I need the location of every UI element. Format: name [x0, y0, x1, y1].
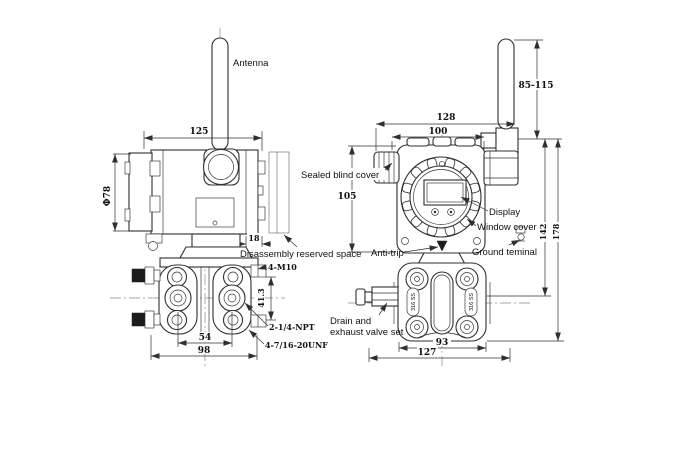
rear-cover-side — [128, 152, 153, 232]
svg-text:Anti-trip: Anti-trip — [371, 248, 404, 259]
right-view: 85-115 128 100 — [300, 38, 564, 366]
svg-text:127: 127 — [418, 348, 437, 358]
svg-text:Φ78: Φ78 — [103, 186, 113, 206]
svg-text:Display: Display — [489, 207, 520, 218]
dim-93: 93 — [398, 337, 487, 352]
svg-text:142: 142 — [538, 224, 548, 241]
callout-display: Display — [460, 196, 520, 218]
dim-125: 125 — [143, 125, 263, 151]
callout-disassembly: Disassembly reserved space — [240, 234, 361, 260]
antenna-front — [497, 38, 515, 130]
svg-text:4-M10: 4-M10 — [268, 262, 297, 272]
svg-text:Disassembly reserved space: Disassembly reserved space — [240, 249, 361, 260]
dim-105: 105 — [336, 145, 396, 253]
reserved-space-outline — [268, 151, 290, 234]
callout-ground-terminal: Ground teminal — [472, 239, 537, 258]
callout-npt: 2-1/4-NPT — [244, 302, 315, 332]
dim-128: 128 — [375, 112, 515, 151]
callout-drain-valve: Drain and exhaust valve set — [330, 302, 404, 338]
flange-front: 316 SS 316 SS — [393, 262, 491, 342]
svg-text:41.3: 41.3 — [256, 288, 266, 308]
svg-text:85-115: 85-115 — [518, 81, 553, 91]
svg-text:178: 178 — [551, 223, 561, 240]
dim-85-115: 85-115 — [514, 39, 562, 140]
antenna-mount — [495, 127, 519, 154]
neck-side — [191, 233, 241, 248]
svg-text:Window cover: Window cover — [477, 222, 537, 233]
dim-41-3: 41.3 — [256, 276, 276, 321]
callout-4m10: 4-M10 — [257, 262, 297, 272]
callout-unf: 4-7/16-20UNF — [248, 329, 328, 350]
dim-98: 98 — [150, 335, 258, 360]
flange-side — [131, 264, 267, 335]
svg-text:Ground teminal: Ground teminal — [472, 247, 537, 258]
material-tag: 316 SS — [411, 293, 417, 311]
callout-anti-trip: Anti-trip — [371, 245, 439, 259]
svg-text:125: 125 — [190, 127, 209, 137]
material-tag: 316 SS — [469, 293, 475, 311]
dim-178: 178 — [487, 139, 564, 342]
svg-text:2-1/4-NPT: 2-1/4-NPT — [269, 322, 315, 332]
svg-text:54: 54 — [199, 333, 212, 343]
dim-54: 54 — [177, 312, 233, 347]
display-window — [423, 179, 467, 216]
callout-window-cover: Window cover — [466, 218, 537, 233]
svg-text:Drain and: Drain and — [330, 316, 371, 327]
svg-text:93: 93 — [436, 338, 449, 348]
svg-text:100: 100 — [429, 127, 448, 137]
svg-text:exhaust valve set: exhaust valve set — [330, 327, 404, 338]
svg-text:105: 105 — [338, 192, 357, 202]
drain-valve — [355, 286, 399, 307]
svg-text:98: 98 — [198, 346, 211, 356]
dim-142: 142 — [487, 139, 551, 297]
svg-text:128: 128 — [437, 113, 456, 123]
antenna-bracket — [480, 132, 497, 149]
svg-text:Sealed blind cover: Sealed blind cover — [301, 170, 379, 181]
antenna-side — [211, 37, 229, 151]
right-cover — [483, 150, 519, 186]
svg-text:4-7/16-20UNF: 4-7/16-20UNF — [265, 340, 328, 350]
flange-bolt — [131, 266, 161, 329]
callout-sealed-blind-cover: Sealed blind cover — [300, 162, 393, 181]
anti-trip-clip — [436, 240, 448, 252]
left-view: Antenna 125 — [102, 28, 361, 368]
svg-text:18: 18 — [248, 233, 260, 243]
dim-phi78: Φ78 — [102, 153, 131, 232]
dim-18: 18 — [237, 233, 271, 247]
side-block — [195, 197, 235, 228]
dim-127: 127 — [368, 347, 511, 362]
antenna-label: Antenna — [233, 58, 269, 69]
